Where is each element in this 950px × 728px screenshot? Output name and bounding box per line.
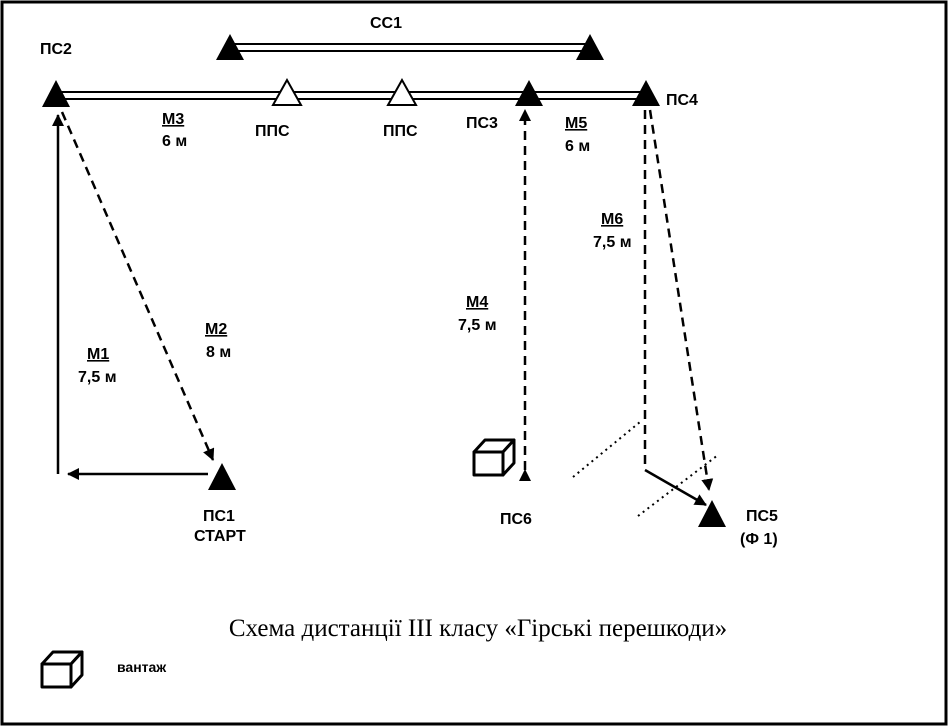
stage-m4-length: 7,5 м [458, 317, 497, 334]
ps4-label: ПС4 [666, 92, 698, 109]
ps5-triangle-icon [698, 500, 726, 527]
start-label: СТАРТ [194, 528, 246, 545]
ss1-rope [230, 43, 590, 52]
stage-m3-length: 6 м [162, 133, 187, 150]
ps4-triangle-icon [632, 80, 660, 106]
pps1-label: ППС [255, 123, 290, 140]
stage-m2-length: 8 м [206, 344, 231, 361]
stage-m1-name: М1 [87, 346, 109, 363]
boundary-line-b [637, 454, 719, 517]
stage-m5-length: 6 м [565, 138, 590, 155]
main-rope [56, 91, 646, 100]
stage-m4-name: М4 [466, 294, 488, 311]
stage-m6-name: М6 [601, 211, 623, 228]
ps3-triangle-icon [515, 80, 543, 106]
ss1-label: СС1 [370, 15, 402, 32]
boundary-line-a [572, 421, 641, 478]
stage-m6-end-arrow [644, 468, 707, 507]
stage-m3-name: М3 [162, 111, 184, 128]
stage-m1-length: 7,5 м [78, 369, 117, 386]
legend-cargo-icon [40, 650, 84, 689]
pps2-triangle-icon [386, 77, 418, 106]
stage-m5-label: М5 6 м [565, 115, 590, 155]
stage-m1-path [52, 114, 208, 480]
legend-cargo-label: вантаж [117, 659, 167, 675]
finish-label: (Ф 1) [740, 531, 778, 548]
ps3-label: ПС3 [466, 115, 498, 132]
ps6-label: ПС6 [500, 511, 532, 528]
stage-m6-length: 7,5 м [593, 234, 632, 251]
ps2-label: ПС2 [40, 41, 72, 58]
ps5-label: ПС5 [746, 508, 778, 525]
stage-m3-label: М3 6 м [162, 111, 187, 150]
stage-m6-line-b [648, 109, 714, 491]
stage-m2-label: М2 8 м [205, 321, 231, 361]
diagram-caption: Схема дистанції ІІІ класу «Гірські переш… [229, 615, 727, 642]
pps2-label: ППС [383, 123, 418, 140]
stage-m2-path [60, 111, 215, 461]
stage-m1-label: М1 7,5 м [78, 346, 117, 386]
stage-m2-name: М2 [205, 321, 227, 338]
ps1-triangle-icon [208, 463, 236, 490]
ps2-triangle-icon [42, 80, 70, 107]
pps1-triangle-icon [271, 77, 303, 106]
ss1-left-triangle-icon [216, 34, 244, 60]
ps1-label: ПС1 [203, 508, 235, 525]
stage-m6-label: М6 7,5 м [593, 211, 632, 251]
cargo-box-icon [472, 438, 516, 477]
ss1-right-triangle-icon [576, 34, 604, 60]
stage-m4-label: М4 7,5 м [458, 294, 497, 334]
stage-m5-name: М5 [565, 115, 587, 132]
